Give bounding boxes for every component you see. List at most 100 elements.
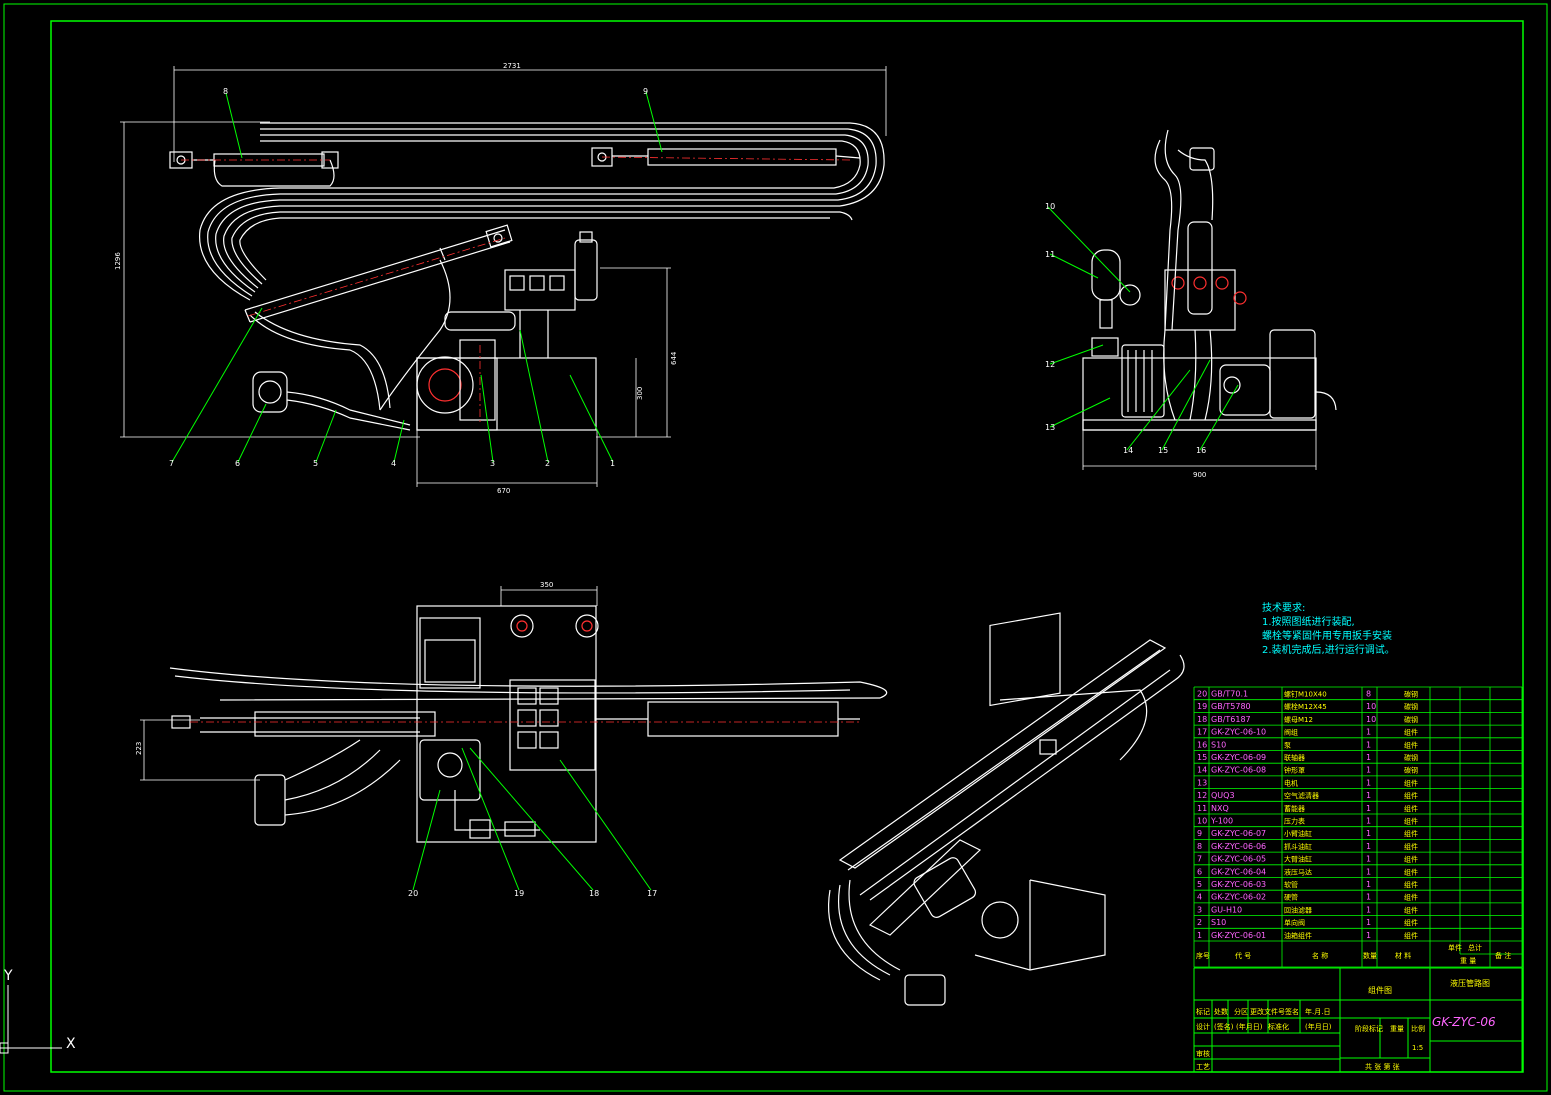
part-code: Y-100 [1210, 817, 1233, 826]
front-view [120, 66, 887, 487]
part-no: 7 [1197, 855, 1202, 864]
part-material: 组件 [1404, 740, 1418, 749]
balloon-18: 18 [589, 889, 599, 898]
part-name: 液压马达 [1284, 867, 1312, 876]
part-code: S10 [1211, 740, 1226, 749]
part-qty: 1 [1366, 880, 1371, 889]
tb-label-change: 更改文件号 [1250, 1007, 1285, 1016]
part-name: 阀组 [1284, 728, 1298, 737]
part-no: 4 [1197, 893, 1202, 902]
tb-sheet: 共 张 第 张 [1365, 1062, 1400, 1071]
balloon-1: 1 [610, 459, 615, 468]
tb-scale: 1:5 [1412, 1044, 1423, 1052]
balloon-19: 19 [514, 889, 524, 898]
balloon-12: 12 [1045, 360, 1055, 369]
part-qty: 8 [1366, 690, 1371, 699]
part-name: 小臂油缸 [1284, 829, 1312, 838]
balloon-7: 7 [169, 459, 174, 468]
part-name: 泵 [1284, 741, 1291, 749]
part-no: 13 [1197, 778, 1207, 787]
part-code: GB/T70.1 [1211, 690, 1248, 699]
tech-line-2: 螺栓等紧固件用专用扳手安装 [1262, 631, 1392, 642]
part-material: 碳钢 [1404, 766, 1418, 775]
part-material: 组件 [1404, 918, 1418, 927]
part-name: 软管 [1284, 880, 1298, 889]
tech-line-1: 1.按照图纸进行装配, [1262, 617, 1355, 628]
dim-1296: 1296 [114, 252, 122, 270]
part-material: 组件 [1404, 817, 1418, 826]
part-code: GK-ZYC-06-01 [1211, 931, 1266, 940]
part-qty: 1 [1366, 931, 1371, 940]
front-centerlines [181, 156, 851, 425]
part-code: GK-ZYC-06-05 [1211, 855, 1266, 864]
part-material: 组件 [1404, 931, 1418, 940]
dim-2731: 2731 [503, 62, 521, 70]
part-code: NXQ [1211, 804, 1229, 813]
balloon-9: 9 [643, 87, 648, 96]
inner-frame [50, 20, 1524, 1073]
part-qty: 1 [1366, 766, 1371, 775]
part-no: 3 [1197, 905, 1202, 914]
tb-label-mark: 标记 [1196, 1007, 1210, 1016]
part-qty: 1 [1366, 740, 1371, 749]
part-no: 20 [1197, 690, 1207, 699]
tb-label-zone: 分区 [1234, 1007, 1248, 1016]
balloon-15: 15 [1158, 446, 1168, 455]
tb-signature: (签名) [1214, 1022, 1234, 1031]
part-name: 螺母M12 [1284, 715, 1313, 724]
ucs-y-label: Y [3, 968, 13, 984]
part-qty: 1 [1366, 905, 1371, 914]
balloon-8: 8 [223, 87, 228, 96]
part-code: GK-ZYC-06-02 [1211, 893, 1266, 902]
dim-644: 644 [670, 351, 678, 365]
part-qty: 1 [1366, 791, 1371, 800]
tb-standardization: 标准化 [1268, 1022, 1289, 1031]
part-name: 蓄能器 [1284, 804, 1305, 813]
part-no: 8 [1197, 842, 1202, 851]
part-qty: 1 [1366, 893, 1371, 902]
tb-review: 审核 [1196, 1049, 1210, 1058]
part-no: 2 [1197, 918, 1202, 927]
part-qty: 1 [1366, 753, 1371, 762]
balloon-labels-plan: 20 19 18 17 [408, 889, 657, 898]
part-name: 螺钉M10X40 [1284, 690, 1327, 699]
balloon-16: 16 [1196, 446, 1206, 455]
tb-drawing-name: 液压管路图 [1450, 978, 1490, 988]
part-material: 组件 [1404, 855, 1418, 864]
part-material: 组件 [1404, 791, 1418, 800]
balloon-14: 14 [1123, 446, 1133, 455]
part-material: 碳钢 [1404, 690, 1418, 699]
part-qty: 1 [1366, 842, 1371, 851]
part-material: 组件 [1404, 804, 1418, 813]
part-no: 16 [1197, 740, 1207, 749]
part-name: 联轴器 [1284, 753, 1305, 762]
part-code: S10 [1211, 918, 1226, 927]
tb-designer: 设计 [1196, 1022, 1210, 1031]
part-qty: 1 [1366, 855, 1371, 864]
tb-drawing-no: GK-ZYC-06 [1432, 1015, 1496, 1029]
balloon-10: 10 [1045, 202, 1055, 211]
part-qty: 1 [1366, 918, 1371, 927]
part-no: 17 [1197, 728, 1207, 737]
balloon-2: 2 [545, 459, 550, 468]
part-no: 9 [1197, 829, 1202, 838]
tech-title: 技术要求: [1262, 603, 1306, 614]
header-unit-weight: 单件 [1448, 943, 1462, 952]
header-name: 名 称 [1312, 951, 1328, 960]
header-total-weight: 总计 [1468, 943, 1482, 952]
tech-line-3: 2.装机完成后,进行运行调试。 [1262, 645, 1395, 656]
part-qty: 10 [1366, 715, 1376, 724]
header-note: 备 注 [1495, 951, 1511, 960]
tb-label-sign: 签名 [1285, 1007, 1299, 1016]
part-code: GK-ZYC-06-08 [1211, 766, 1266, 775]
balloon-labels-side: 10 11 12 13 14 15 16 [1045, 202, 1206, 455]
part-material: 组件 [1404, 905, 1418, 914]
title-block-texts: 标记 处数 分区 更改文件号 签名 年.月.日 设计 (签名) (年月日) 标准… [1196, 978, 1490, 1071]
part-name: 回油滤器 [1284, 905, 1312, 914]
part-code: QUQ3 [1211, 791, 1235, 800]
part-material: 组件 [1404, 778, 1418, 787]
outer-frame [3, 3, 1548, 1092]
dim-300: 300 [636, 387, 644, 400]
